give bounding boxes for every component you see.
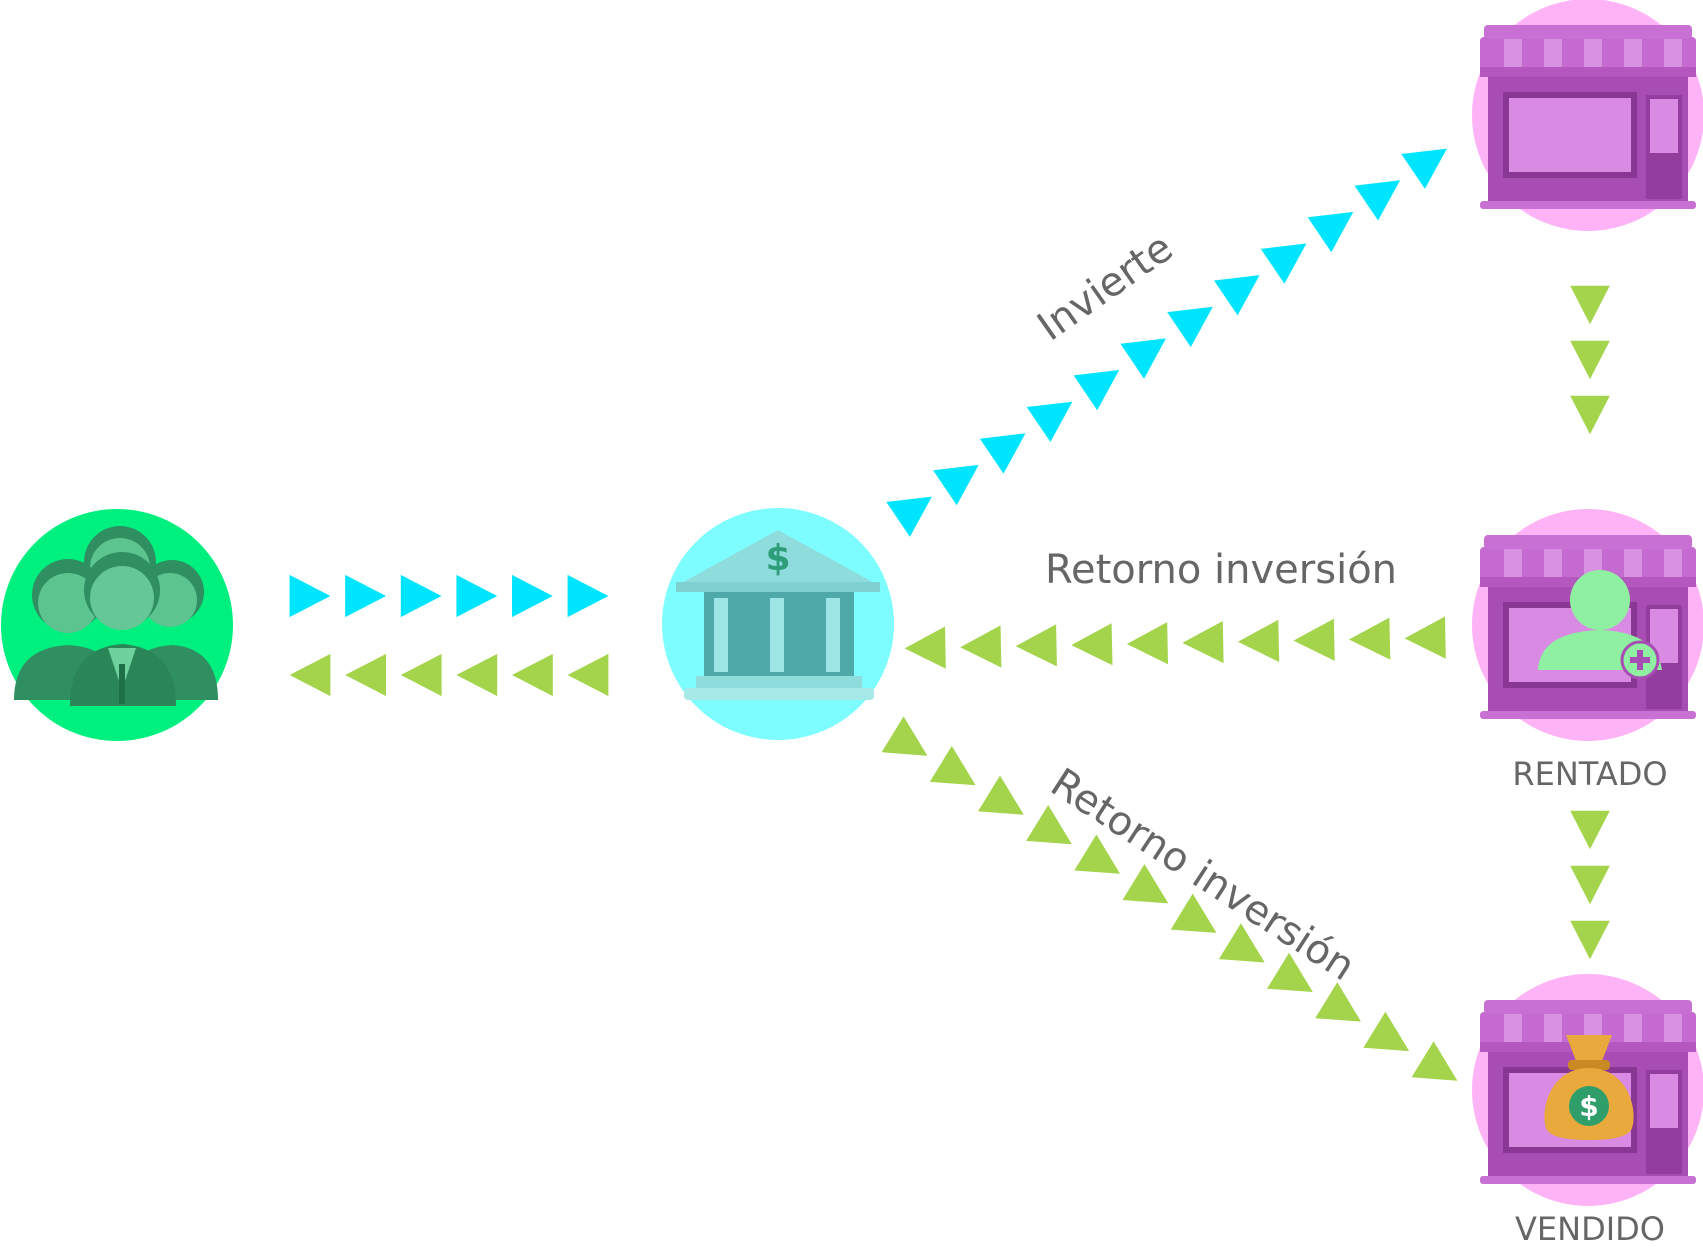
arrow-head — [929, 745, 976, 786]
label-retorno-inversion-lower: Retorno inversión — [1043, 760, 1363, 990]
arrow-head — [1071, 623, 1113, 666]
arrow-head — [1349, 617, 1391, 660]
arrow-head — [289, 574, 331, 618]
arrows-bank-to-store — [886, 148, 1447, 537]
arrow-head — [400, 574, 442, 618]
arrow-head — [1293, 618, 1335, 661]
arrows-sold-store-to-bank — [881, 716, 1458, 1081]
arrow-head — [512, 574, 553, 618]
arrow-head — [1267, 952, 1313, 992]
store-icon — [1472, 0, 1703, 231]
arrow-head — [567, 574, 609, 618]
arrow-head — [978, 775, 1024, 815]
arrows-bank-to-investors — [289, 653, 609, 697]
arrow-head — [1074, 834, 1121, 874]
arrow-head — [1570, 865, 1610, 905]
arrow-head — [1026, 401, 1073, 442]
arrow-head — [1026, 805, 1072, 845]
arrow-head — [886, 496, 932, 537]
arrow-head — [1237, 619, 1280, 662]
arrow-head — [1182, 621, 1224, 664]
arrow-head — [1354, 180, 1401, 221]
arrow-head — [1570, 340, 1610, 380]
label-rentado: RENTADO — [1512, 755, 1667, 793]
arrow-head — [1315, 982, 1361, 1022]
arrows-rented-to-sold — [1570, 810, 1610, 960]
arrow-head — [1214, 275, 1260, 316]
arrow-head — [1170, 893, 1217, 933]
label-vendido: VENDIDO — [1515, 1210, 1665, 1248]
arrow-head — [1363, 1011, 1410, 1052]
arrow-head — [1307, 211, 1354, 253]
tenant-icon — [1538, 570, 1662, 680]
label-retorno-inversion-middle: Retorno inversión — [1045, 547, 1397, 593]
arrow-head — [512, 653, 553, 697]
arrow-head — [1401, 148, 1447, 189]
arrow-head — [960, 625, 1002, 668]
arrow-head — [1167, 306, 1213, 348]
bank-dollar-symbol: $ — [765, 538, 790, 579]
arrow-head — [567, 653, 609, 697]
arrow-head — [1015, 624, 1057, 667]
store-with-tenant-icon — [1472, 509, 1703, 741]
arrows-rented-store-to-bank — [904, 616, 1446, 669]
arrow-head — [1073, 370, 1120, 411]
arrow-head — [1570, 920, 1610, 960]
arrow-head — [456, 574, 498, 618]
arrow-head — [400, 653, 442, 697]
arrow-head — [1570, 810, 1610, 850]
label-invierte: Invierte — [1029, 225, 1181, 351]
arrow-head — [933, 464, 979, 506]
money-bag-icon: $ — [1544, 1035, 1634, 1140]
arrow-head — [1126, 622, 1168, 665]
arrow-head — [456, 653, 498, 697]
arrow-head — [881, 716, 928, 756]
store-with-money-bag-icon: $ — [1472, 974, 1703, 1206]
arrow-head — [904, 626, 946, 669]
money-bag-dollar-symbol: $ — [1579, 1090, 1598, 1123]
arrow-head — [1570, 395, 1610, 435]
arrow-head — [345, 574, 386, 618]
arrows-investors-to-bank — [289, 574, 609, 618]
arrow-head — [1260, 243, 1307, 284]
arrow-head — [1570, 285, 1610, 325]
arrow-head — [289, 653, 331, 697]
arrow-head — [979, 433, 1026, 474]
arrows-store-to-rented — [1570, 285, 1610, 435]
arrow-head — [1122, 864, 1169, 904]
bank-icon: $ — [662, 508, 894, 740]
arrow-head — [1404, 616, 1446, 659]
arrow-head — [345, 653, 386, 697]
arrow-head — [1218, 923, 1265, 963]
arrow-head — [1120, 338, 1166, 379]
investors-group-icon — [1, 509, 233, 741]
arrow-head — [1411, 1041, 1458, 1081]
